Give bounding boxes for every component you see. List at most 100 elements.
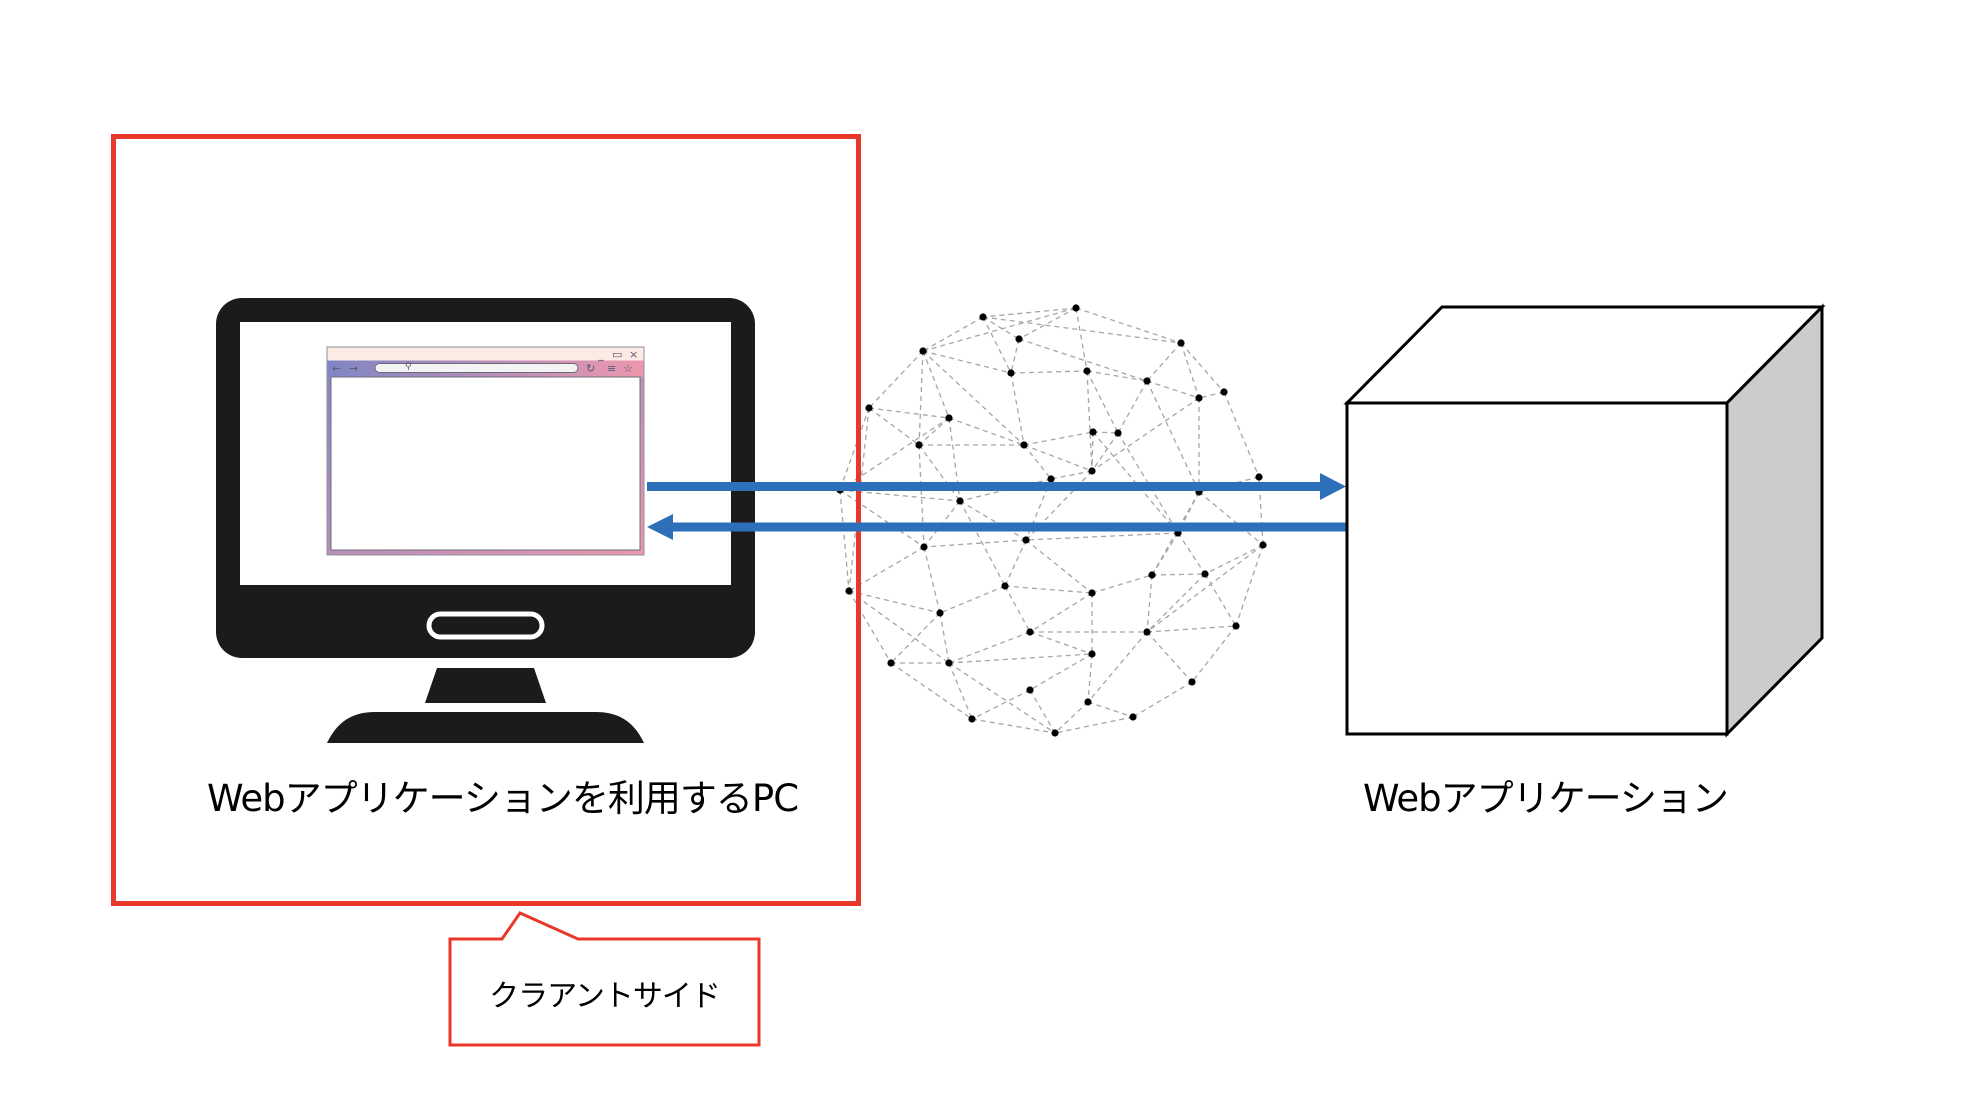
network-edge xyxy=(1151,532,1179,576)
network-edge xyxy=(1223,391,1260,478)
monitor-neck xyxy=(425,668,546,703)
network-edge xyxy=(1091,397,1200,472)
network-edge xyxy=(848,546,925,592)
network-edge xyxy=(918,444,961,502)
web-application-server-cube xyxy=(1343,303,1826,738)
network-edge xyxy=(1004,585,1031,633)
network-edge xyxy=(848,590,950,664)
network-edge xyxy=(1086,370,1093,472)
network-node xyxy=(1007,369,1015,377)
network-edge xyxy=(1204,544,1264,575)
network-edge xyxy=(1146,573,1206,633)
network-edge xyxy=(868,350,924,409)
network-edge xyxy=(1086,370,1148,382)
network-node xyxy=(1114,429,1122,437)
network-node xyxy=(1015,335,1023,343)
network-edge xyxy=(1146,380,1200,493)
network-node xyxy=(887,659,895,667)
network-edge xyxy=(1235,544,1264,627)
network-edge xyxy=(982,316,1182,344)
client-side-callout xyxy=(448,911,761,1047)
network-node xyxy=(1148,571,1156,579)
network-edge xyxy=(1087,701,1134,718)
bookmark-star-icon[interactable]: ☆ xyxy=(623,362,633,375)
network-edge xyxy=(1023,444,1093,472)
network-edge xyxy=(848,590,941,614)
pc-monitor-icon xyxy=(216,298,755,743)
network-edge xyxy=(1050,470,1093,480)
network-edge xyxy=(1191,625,1237,683)
network-edge xyxy=(1054,701,1089,734)
network-edge xyxy=(922,307,1077,352)
network-edge xyxy=(1029,631,1093,655)
network-edge xyxy=(923,546,941,614)
network-edge xyxy=(1029,653,1093,691)
network-edge xyxy=(868,407,950,419)
network-edge xyxy=(922,350,1025,446)
network-node xyxy=(1088,467,1096,475)
monitor-power-button xyxy=(426,611,545,640)
network-edge xyxy=(948,417,961,502)
forward-arrow-icon[interactable]: → xyxy=(349,362,359,375)
network-nodes xyxy=(836,304,1267,737)
network-edge xyxy=(922,316,984,352)
network-edge xyxy=(1010,370,1088,374)
search-icon: ⚲ xyxy=(405,362,412,372)
browser-window xyxy=(326,346,645,556)
network-node xyxy=(1088,650,1096,658)
close-icon[interactable]: × xyxy=(629,348,639,361)
back-arrow-icon[interactable]: ← xyxy=(332,362,342,375)
reload-icon[interactable]: ↻ xyxy=(586,362,596,375)
menu-icon[interactable]: ≡ xyxy=(607,362,617,375)
network-edge xyxy=(971,718,1056,734)
network-edge xyxy=(1198,491,1264,546)
network-edge xyxy=(1075,307,1182,344)
request-arrow xyxy=(647,473,1346,500)
network-node xyxy=(1201,570,1209,578)
network-edge xyxy=(1054,716,1134,734)
client-pc-label: Webアプリケーションを利用するPC xyxy=(207,777,799,820)
network-edge xyxy=(1029,592,1093,633)
cube-front-face xyxy=(1345,401,1729,736)
network-node xyxy=(1143,628,1151,636)
network-edge xyxy=(1010,338,1020,374)
network-node xyxy=(1195,394,1203,402)
network-node xyxy=(919,347,927,355)
network-edge xyxy=(1025,539,1093,594)
network-node xyxy=(956,497,964,505)
network-edge xyxy=(1146,574,1153,633)
network-edge xyxy=(948,631,1031,664)
network-edge xyxy=(918,350,924,446)
network-node xyxy=(1143,377,1151,385)
network-edge xyxy=(1146,380,1200,399)
monitor-base xyxy=(327,712,644,743)
network-edge xyxy=(1010,372,1025,446)
network-edge xyxy=(1075,307,1088,372)
network-edge xyxy=(959,500,1027,541)
network-node xyxy=(1129,713,1137,721)
network-edge xyxy=(890,612,941,664)
network-edge xyxy=(948,417,1025,446)
network-node xyxy=(845,587,853,595)
network-edge xyxy=(1004,585,1093,594)
network-edge xyxy=(1087,631,1148,703)
network-node xyxy=(1051,729,1059,737)
browser-content-area xyxy=(330,376,641,551)
network-edge xyxy=(1018,307,1077,340)
network-edge xyxy=(982,316,1012,374)
network-node xyxy=(945,659,953,667)
network-edge xyxy=(890,662,973,720)
browser-address-bar[interactable] xyxy=(374,363,579,373)
network-edge xyxy=(922,350,1012,374)
network-edge xyxy=(1029,689,1056,734)
minimize-icon[interactable]: _ xyxy=(598,348,604,361)
network-edge xyxy=(1087,653,1093,703)
network-node xyxy=(1026,628,1034,636)
network-edge xyxy=(1146,631,1193,683)
network-edge xyxy=(1091,432,1119,472)
network-node xyxy=(865,404,873,412)
maximize-icon[interactable]: ▭ xyxy=(612,348,623,361)
communication-arrows xyxy=(647,473,1347,540)
network-edge xyxy=(1023,444,1052,480)
